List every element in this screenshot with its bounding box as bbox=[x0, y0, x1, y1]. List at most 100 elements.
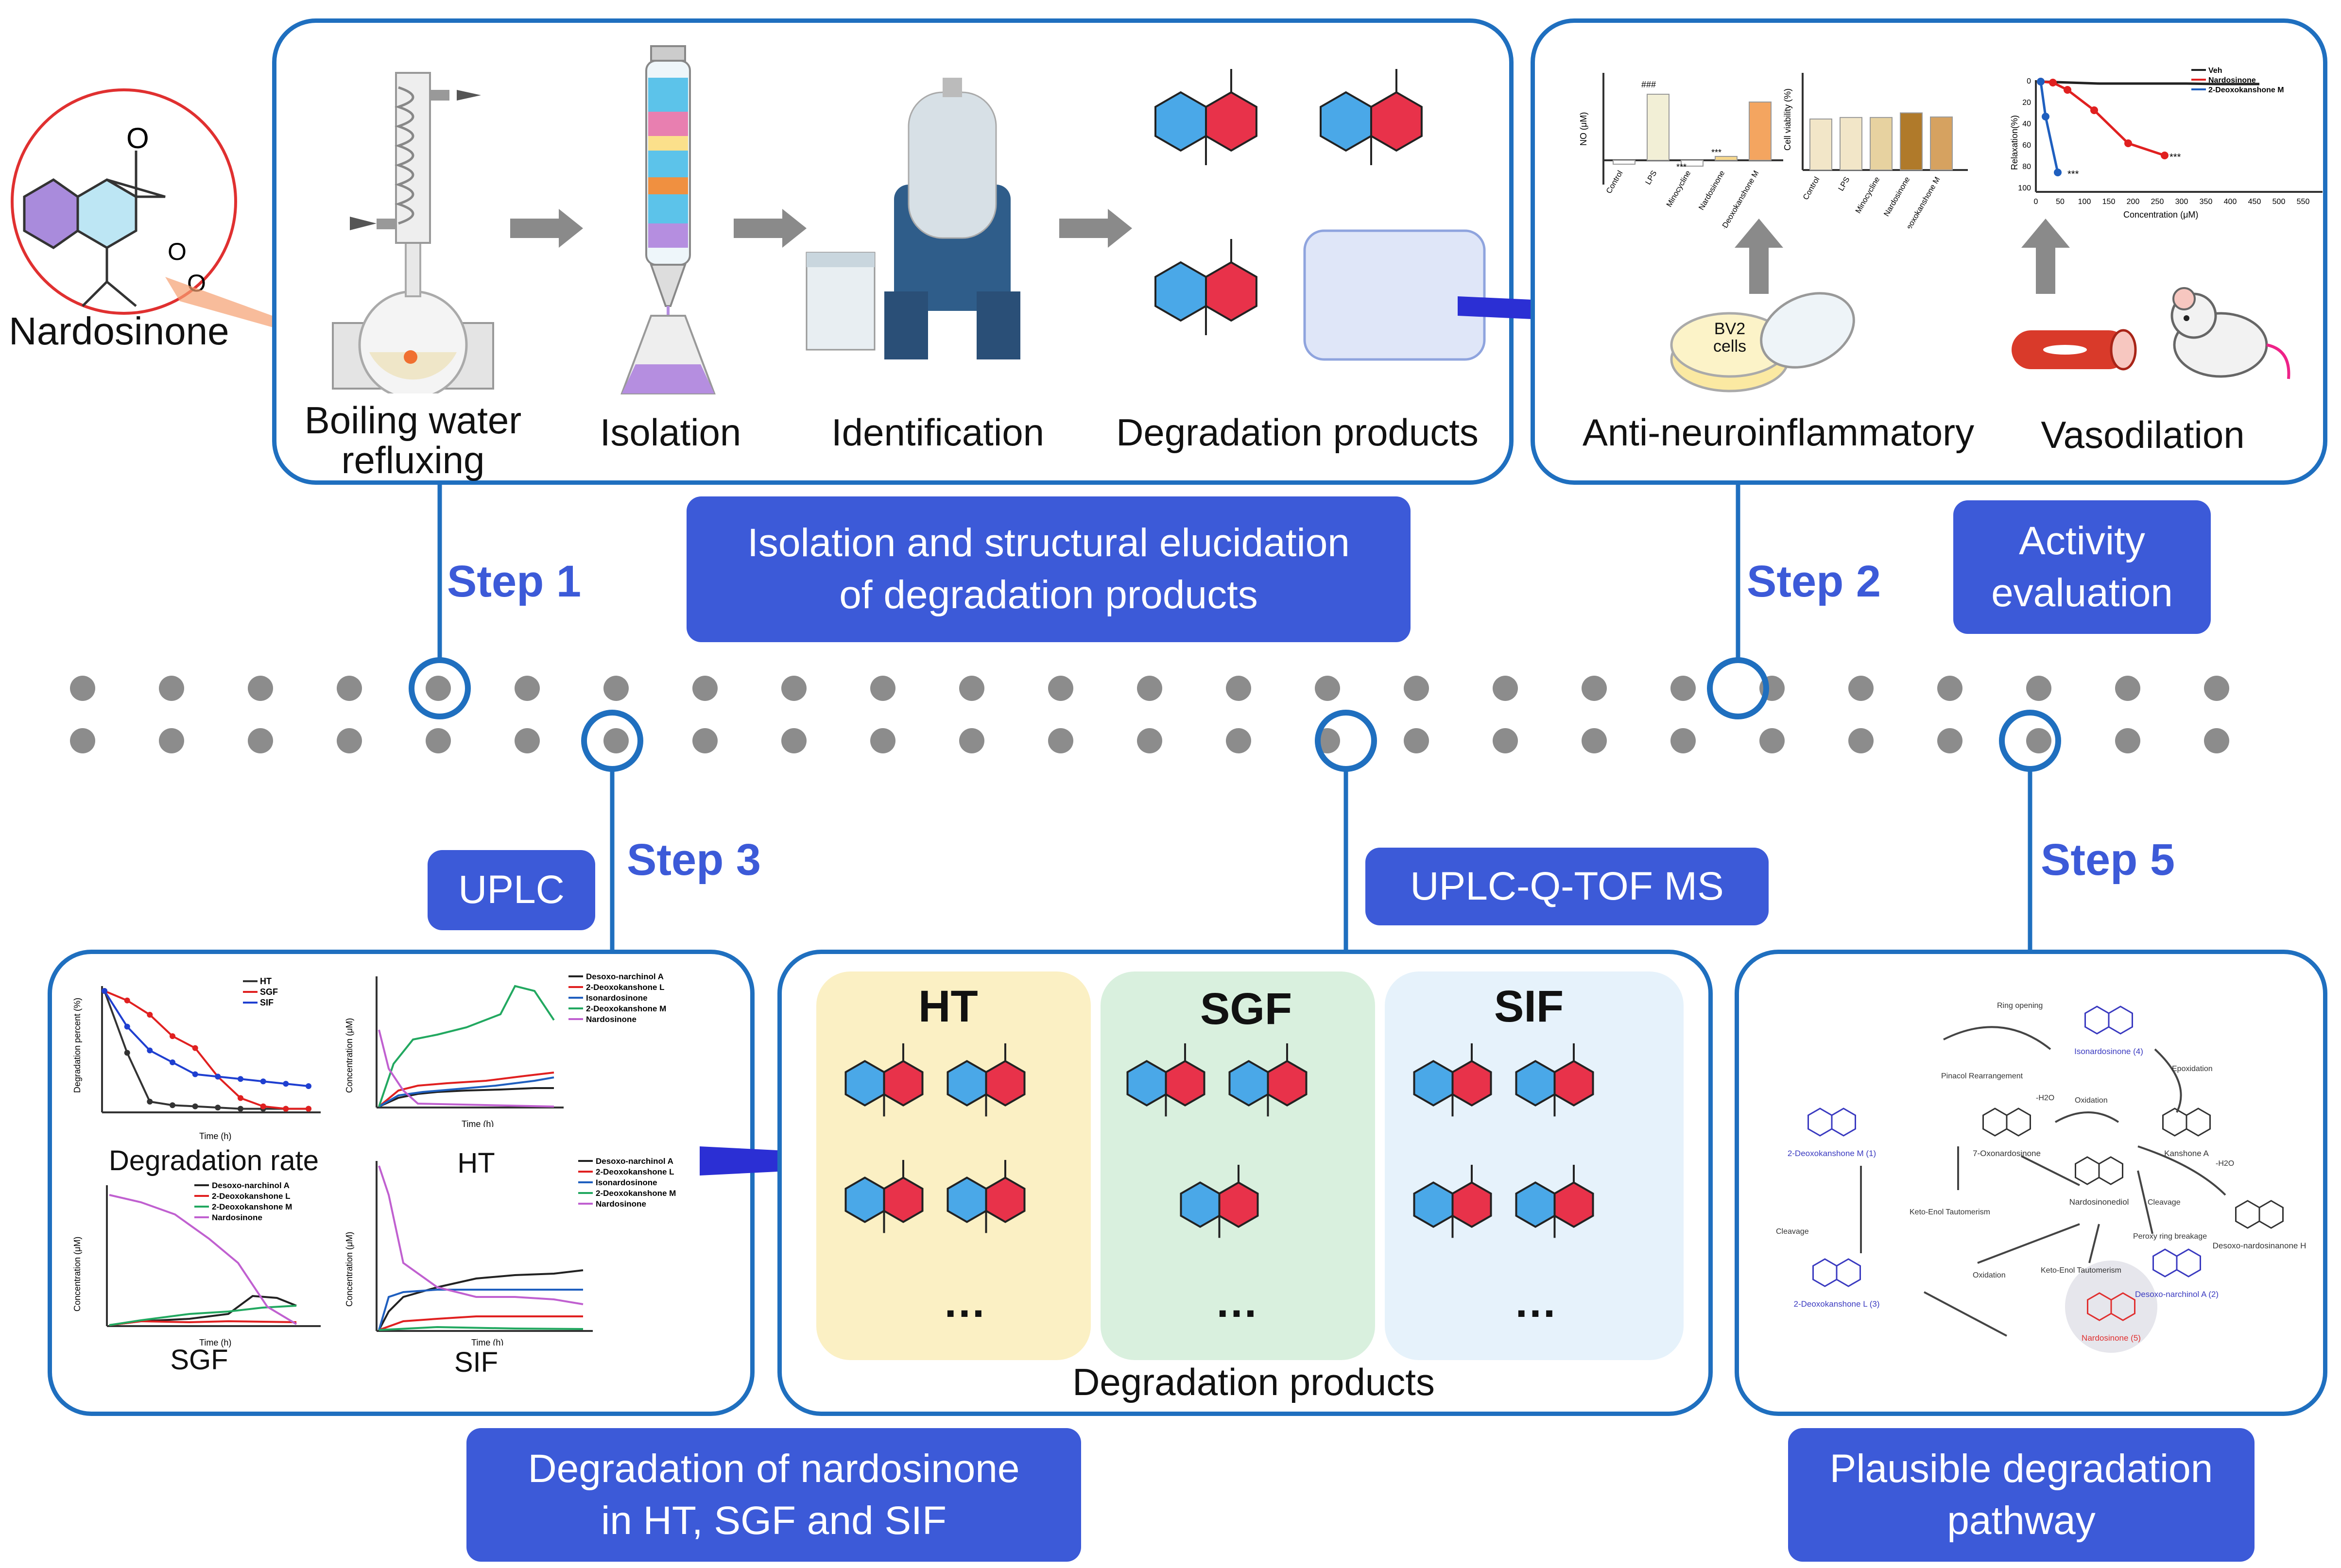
concentration-legend-entry: 2-Deoxokanshone M bbox=[586, 1004, 666, 1013]
nmr-spectrometer-icon bbox=[806, 78, 1020, 359]
viability-xtick-label: Nardosinone bbox=[1882, 175, 1911, 218]
pathway-compound-label: Desoxo-nardosinanone H bbox=[2213, 1241, 2307, 1250]
rate-point bbox=[147, 1012, 153, 1018]
ring bbox=[883, 1176, 924, 1223]
timeline-dot bbox=[1315, 676, 1340, 701]
nardosinone-label: Nardosinone bbox=[9, 309, 229, 353]
caption-vasodilation: Vasodilation bbox=[2041, 413, 2245, 456]
rate-legend-entry: SGF bbox=[260, 987, 278, 997]
timeline-dot bbox=[692, 728, 718, 753]
label-uplc: UPLC bbox=[428, 850, 595, 930]
timeline-dot bbox=[515, 728, 540, 753]
rate-point bbox=[124, 1023, 130, 1030]
rate-series-line bbox=[103, 990, 309, 1110]
pathway-compound-label: Desoxo-narchinol A (2) bbox=[2135, 1290, 2219, 1299]
chart-relax-annotation-1: *** bbox=[2067, 169, 2079, 180]
timeline-dot bbox=[337, 728, 362, 753]
label-degradation-conditions: Degradation of nardosinone in HT, SGF an… bbox=[466, 1428, 1081, 1562]
no-xtick-label: Nardosinone bbox=[1697, 169, 1726, 211]
timeline-dot bbox=[1670, 728, 1696, 753]
rate-series-line bbox=[104, 990, 309, 1110]
concentration-legend-entry: Desoxo-narchinol A bbox=[212, 1181, 290, 1190]
chart-relax-ylabel: Relaxation(%) bbox=[2010, 115, 2019, 170]
no-bar bbox=[1647, 94, 1670, 161]
no-xtick-label: LPS bbox=[1644, 170, 1659, 187]
viability-xtick-label: Control bbox=[1802, 176, 1822, 202]
rate-series-line bbox=[103, 990, 309, 1087]
timeline-dot bbox=[1670, 676, 1696, 701]
ring bbox=[883, 1060, 924, 1107]
concentration-legend-entry: 2-Deoxokanshone L bbox=[586, 983, 665, 992]
relax-ytick: 0 bbox=[2027, 77, 2031, 85]
ring bbox=[1320, 91, 1372, 152]
chart-relax-legend-1: Veh bbox=[2208, 67, 2222, 75]
caption-ht: HT bbox=[457, 1147, 495, 1179]
relax-xtick: 400 bbox=[2224, 198, 2237, 206]
process-arrows bbox=[510, 209, 1132, 248]
ring bbox=[1205, 261, 1257, 322]
molecule-structure bbox=[1413, 1164, 1492, 1238]
label-uplc-qtof: UPLC-Q-TOF MS bbox=[1365, 848, 1769, 925]
caption-sgf: SGF bbox=[170, 1344, 228, 1376]
no-bar bbox=[1715, 156, 1738, 161]
step-1-label: Step 1 bbox=[447, 557, 582, 606]
degradation-pathway-diagram: Isonardosinone (4)2-Deoxokanshone M (1)7… bbox=[1776, 1002, 2307, 1353]
chart-sif-ylabel: Concentration (μM) bbox=[344, 1232, 354, 1307]
ring bbox=[985, 1176, 1026, 1223]
pathway-arrow-label: Oxidation bbox=[1973, 1271, 2006, 1279]
bottom-product-structures bbox=[844, 1043, 1594, 1238]
rate-point bbox=[238, 1076, 243, 1082]
timeline-dot bbox=[1048, 728, 1073, 753]
step-2-label: Step 2 bbox=[1747, 557, 1881, 606]
step-label-degradation-products: Degradation products bbox=[1116, 411, 1479, 454]
concentration-legend-entry: Desoxo-narchinol A bbox=[586, 972, 664, 981]
relax-xtick: 0 bbox=[2034, 198, 2038, 206]
concentration-legend-entry: 2-Deoxokanshone L bbox=[212, 1192, 291, 1201]
molecule-structure bbox=[1180, 1164, 1259, 1238]
timeline-dot bbox=[1937, 676, 1962, 701]
timeline-dot bbox=[870, 728, 895, 753]
chart-ht-xlabel: Time (h) bbox=[462, 1119, 494, 1127]
timeline-dot bbox=[70, 728, 95, 753]
timeline-dot bbox=[1404, 728, 1429, 753]
no-bar bbox=[1681, 160, 1704, 167]
pathway-panel bbox=[1735, 950, 2327, 1416]
ring bbox=[1515, 1060, 1556, 1107]
chart-degradation-rate: Degradation percent (%) Time (h) HTSGFSI… bbox=[72, 976, 321, 1141]
timeline-dot bbox=[248, 676, 273, 701]
blood-vessel-icon bbox=[2012, 329, 2137, 371]
timeline-dot bbox=[1226, 676, 1251, 701]
chart-viability-ylabel: Cell viability (%) bbox=[1783, 88, 1792, 151]
rate-point bbox=[215, 1074, 221, 1080]
rate-point bbox=[147, 1098, 153, 1105]
viability-bar bbox=[1930, 116, 1953, 170]
chart-sgf-ylabel: Concentration (μM) bbox=[72, 1237, 82, 1312]
molecule-structure bbox=[1154, 239, 1257, 335]
molecule-structure bbox=[1126, 1043, 1205, 1117]
timeline-dot bbox=[2115, 676, 2140, 701]
timeline-dot bbox=[426, 728, 451, 753]
svg-text:O: O bbox=[126, 122, 149, 154]
pathway-compound bbox=[2152, 1248, 2201, 1278]
sif-more-ellipsis: … bbox=[1514, 1278, 1557, 1327]
step-5-label: Step 5 bbox=[2041, 835, 2175, 885]
chart-relax-legend-3: 2-Deoxokanshone M bbox=[2208, 86, 2284, 94]
ring bbox=[1154, 261, 1207, 322]
relax-ytick: 100 bbox=[2018, 184, 2031, 192]
caption-anti-neuroinflammatory: Anti-neuroinflammatory bbox=[1582, 411, 1975, 454]
ring bbox=[1165, 1060, 1205, 1107]
pathway-compound-label: Isonardosinone (4) bbox=[2074, 1047, 2143, 1056]
chromatography-column-icon bbox=[620, 45, 716, 394]
viability-bar bbox=[1840, 117, 1862, 170]
ring bbox=[1228, 1060, 1269, 1107]
no-xtick-label: Control bbox=[1605, 170, 1625, 195]
viability-xtick-label: Minocycline bbox=[1854, 175, 1882, 215]
zone-ht bbox=[816, 971, 1091, 1360]
timeline-dot bbox=[1493, 728, 1518, 753]
chart-sgf-concentration: Concentration (μM) Time (h) Desoxo-narch… bbox=[72, 1181, 321, 1347]
concentration-legend-entry: Nardosinone bbox=[212, 1213, 262, 1222]
